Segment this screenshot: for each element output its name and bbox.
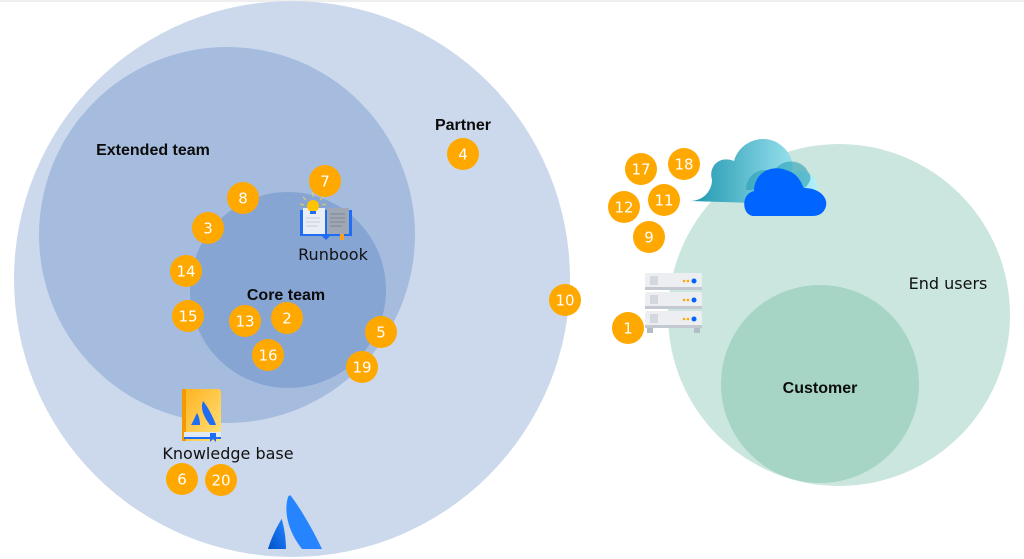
badge-circle xyxy=(447,138,479,170)
numbered-badge-17: 17 xyxy=(625,153,657,185)
numbered-badge-19: 19 xyxy=(346,351,378,383)
closed-book-icon xyxy=(182,389,221,442)
badge-number: 7 xyxy=(320,173,330,191)
badge-circle xyxy=(668,148,700,180)
numbered-badge-1: 1 xyxy=(612,312,644,344)
badge-circle xyxy=(648,184,680,216)
badge-number: 18 xyxy=(674,156,693,174)
cloud-icon xyxy=(690,138,827,216)
badge-circle xyxy=(205,464,237,496)
badge-number: 14 xyxy=(176,263,195,281)
numbered-badge-15: 15 xyxy=(172,300,204,332)
badge-number: 8 xyxy=(238,190,248,208)
badge-number: 6 xyxy=(177,471,187,489)
badge-circle xyxy=(309,165,341,197)
partner-label: Partner xyxy=(435,117,491,134)
badge-number: 1 xyxy=(623,320,633,338)
top-divider xyxy=(0,0,1024,2)
numbered-badge-20: 20 xyxy=(205,464,237,496)
numbered-badge-3: 3 xyxy=(192,212,224,244)
badge-number: 3 xyxy=(203,220,213,238)
numbered-badge-2: 2 xyxy=(271,302,303,334)
badge-circle xyxy=(608,191,640,223)
badge-circle xyxy=(549,284,581,316)
badge-circle xyxy=(172,300,204,332)
badge-circle xyxy=(227,182,259,214)
numbered-badge-18: 18 xyxy=(668,148,700,180)
numbered-badge-12: 12 xyxy=(608,191,640,223)
knowledge-base-label: Knowledge base xyxy=(162,444,293,463)
numbered-badge-4: 4 xyxy=(447,138,479,170)
badge-circle xyxy=(346,351,378,383)
customer-circle xyxy=(721,285,919,483)
badge-circle xyxy=(166,463,198,495)
server-rack-icon xyxy=(645,273,702,333)
badge-circle xyxy=(365,316,397,348)
badge-circle xyxy=(192,212,224,244)
numbered-badge-10: 10 xyxy=(549,284,581,316)
badge-number: 12 xyxy=(614,199,633,217)
badge-circle xyxy=(625,153,657,185)
numbered-badge-8: 8 xyxy=(227,182,259,214)
open-book-lightbulb-icon xyxy=(299,192,352,240)
badge-number: 11 xyxy=(654,192,673,210)
badge-circle xyxy=(252,339,284,371)
runbook-label: Runbook xyxy=(298,245,368,264)
end-users-label: End users xyxy=(909,274,988,293)
badge-number: 13 xyxy=(235,313,254,331)
numbered-badge-16: 16 xyxy=(252,339,284,371)
badge-circle xyxy=(271,302,303,334)
badge-circle xyxy=(633,221,665,253)
badge-number: 9 xyxy=(644,229,654,247)
badge-number: 16 xyxy=(258,347,277,365)
badge-number: 17 xyxy=(631,161,650,179)
badge-number: 19 xyxy=(352,359,371,377)
customer-label: Customer xyxy=(783,380,858,397)
atlassian-logo-icon xyxy=(268,495,322,549)
numbered-badge-5: 5 xyxy=(365,316,397,348)
numbered-badge-6: 6 xyxy=(166,463,198,495)
numbered-badge-13: 13 xyxy=(229,305,261,337)
badge-number: 10 xyxy=(555,292,574,310)
numbered-badge-9: 9 xyxy=(633,221,665,253)
core-team-label: Core team xyxy=(247,287,325,304)
badge-circle xyxy=(229,305,261,337)
numbered-badge-11: 11 xyxy=(648,184,680,216)
badge-number: 5 xyxy=(376,324,386,342)
numbered-badge-14: 14 xyxy=(170,255,202,287)
badge-number: 20 xyxy=(211,472,230,490)
core-team-circle xyxy=(190,192,386,388)
badge-circle xyxy=(612,312,644,344)
badge-number: 4 xyxy=(458,146,468,164)
extended-team-label: Extended team xyxy=(96,142,210,159)
badge-circle xyxy=(170,255,202,287)
badge-number: 2 xyxy=(282,310,292,328)
badge-number: 15 xyxy=(178,308,197,326)
numbered-badge-7: 7 xyxy=(309,165,341,197)
